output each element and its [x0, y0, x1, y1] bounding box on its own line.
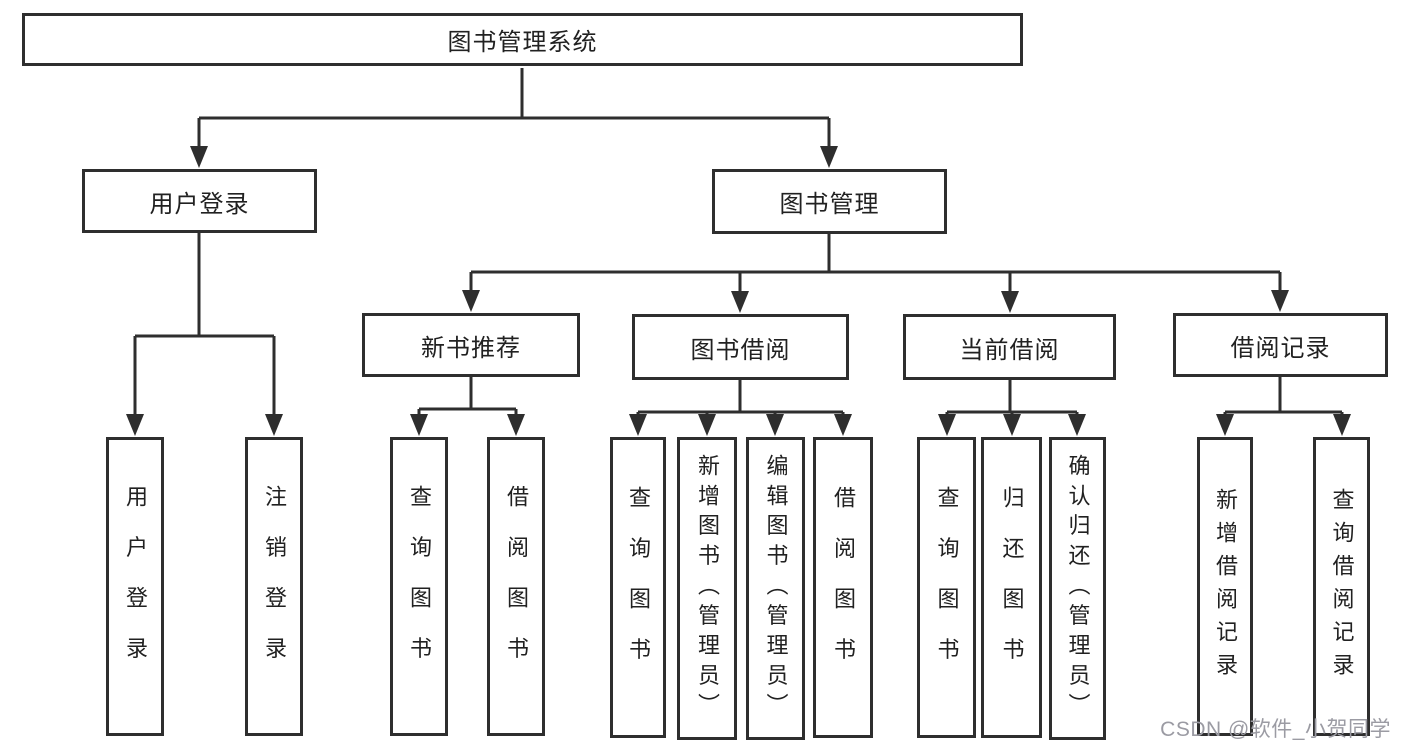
leaf-user-login: 用户登录: [106, 437, 164, 736]
leaf-query-books-recommend: 查询图书: [390, 437, 448, 736]
node-root: 图书管理系统: [22, 13, 1023, 66]
leaf-query-borrow-record-label: 查询借阅记录: [1329, 487, 1355, 686]
leaf-logout: 注销登录: [245, 437, 303, 736]
leaf-return-books: 归还图书: [981, 437, 1042, 738]
leaf-logout-label: 注销登录: [262, 485, 287, 688]
node-user-login: 用户登录: [82, 169, 317, 233]
node-borrowing-records: 借阅记录: [1173, 313, 1388, 377]
leaf-query-books-current-label: 查询图书: [934, 486, 960, 689]
node-book-borrowing: 图书借阅: [632, 314, 849, 380]
leaf-add-books-admin: 新增图书（管理员）: [677, 437, 737, 740]
leaf-confirm-return-admin: 确认归还（管理员）: [1049, 437, 1106, 740]
leaf-query-books-current: 查询图书: [917, 437, 976, 738]
csdn-watermark: CSDN @软件_小贺同学: [1160, 718, 1391, 741]
node-book-management-label: 图书管理: [779, 191, 880, 218]
leaf-edit-books-admin: 编辑图书（管理员）: [746, 437, 805, 740]
node-root-label: 图书管理系统: [447, 29, 598, 56]
node-book-management: 图书管理: [712, 169, 947, 234]
leaf-borrow-books-recommend: 借阅图书: [487, 437, 545, 736]
leaf-borrow-books-recommend-label: 借阅图书: [504, 485, 529, 688]
node-borrowing-records-label: 借阅记录: [1230, 334, 1331, 362]
leaf-query-books-borrowing: 查询图书: [610, 437, 666, 738]
node-new-book-recommendation: 新书推荐: [362, 313, 580, 377]
leaf-add-books-admin-label: 新增图书（管理员）: [695, 453, 720, 724]
node-current-borrowing-label: 当前借阅: [959, 336, 1060, 364]
leaf-query-books-borrowing-label: 查询图书: [626, 486, 651, 689]
leaf-query-borrow-record: 查询借阅记录: [1313, 437, 1370, 736]
leaf-add-borrow-record-label: 新增借阅记录: [1213, 487, 1238, 686]
leaf-edit-books-admin-label: 编辑图书（管理员）: [763, 453, 789, 724]
node-user-login-label: 用户登录: [149, 190, 250, 218]
leaf-confirm-return-admin-label: 确认归还（管理员）: [1065, 453, 1091, 724]
node-current-borrowing: 当前借阅: [903, 314, 1116, 380]
leaf-user-login-label: 用户登录: [123, 485, 148, 688]
leaf-borrow-books-borrowing-label: 借阅图书: [831, 486, 856, 689]
leaf-query-books-recommend-label: 查询图书: [407, 485, 432, 688]
leaf-return-books-label: 归还图书: [999, 486, 1025, 689]
node-book-borrowing-label: 图书借阅: [690, 336, 791, 364]
node-new-book-recommendation-label: 新书推荐: [421, 334, 521, 362]
leaf-borrow-books-borrowing: 借阅图书: [813, 437, 873, 738]
leaf-add-borrow-record: 新增借阅记录: [1197, 437, 1253, 736]
